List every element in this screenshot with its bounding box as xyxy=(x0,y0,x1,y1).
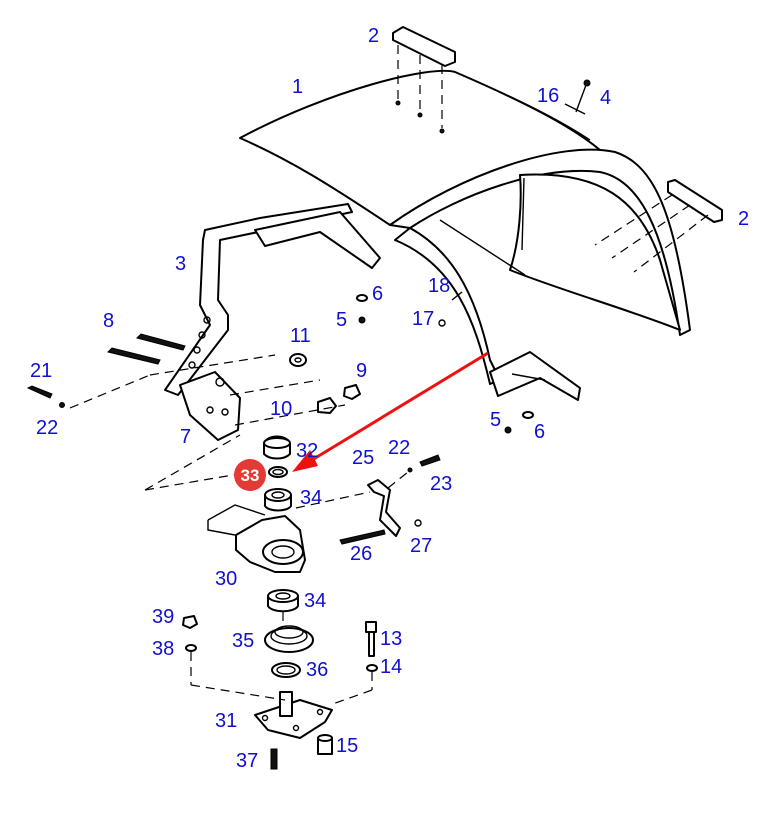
label-8: 8 xyxy=(103,310,114,332)
bracket-part-7 xyxy=(179,371,241,441)
nut-part-5-left xyxy=(358,316,366,324)
label-6-right: 6 xyxy=(534,421,545,443)
label-13: 13 xyxy=(380,628,402,650)
mount-plate-2-top xyxy=(392,26,456,134)
label-18: 18 xyxy=(428,275,450,297)
label-22-right: 22 xyxy=(388,437,410,459)
label-10: 10 xyxy=(270,398,292,420)
part-labels: 1 2 2 3 4 5 5 6 6 7 8 9 10 11 13 14 15 1… xyxy=(30,25,749,772)
highlight-marker: 33 xyxy=(234,459,266,491)
label-27: 27 xyxy=(410,535,432,557)
nut-part-9 xyxy=(343,384,361,400)
nut-part-27 xyxy=(414,519,422,527)
highlight-arrow xyxy=(292,351,489,472)
label-4: 4 xyxy=(600,87,611,109)
label-17: 17 xyxy=(412,308,434,330)
base-plate-part-31 xyxy=(254,691,333,739)
fender-bracket-right xyxy=(489,351,581,401)
pin-part-18 xyxy=(451,291,463,301)
label-32: 32 xyxy=(296,440,318,462)
fender-part-1 xyxy=(239,69,691,385)
label-30: 30 xyxy=(215,568,237,590)
washer-part-6-left xyxy=(356,294,368,302)
bolt-part-37 xyxy=(270,748,278,770)
bearing-part-34-lower xyxy=(267,589,299,613)
label-21: 21 xyxy=(30,360,52,382)
seal-ring-part-33 xyxy=(268,466,288,478)
washer-part-11 xyxy=(289,353,307,367)
bearing-part-34-upper xyxy=(264,488,292,512)
washer-part-6-right xyxy=(522,411,534,419)
label-15: 15 xyxy=(336,735,358,757)
label-35: 35 xyxy=(232,630,254,652)
o-ring-part-36 xyxy=(271,662,301,678)
label-7: 7 xyxy=(180,426,191,448)
label-26: 26 xyxy=(350,543,372,565)
label-2-right: 2 xyxy=(738,208,749,230)
clip-part-17 xyxy=(438,319,446,327)
label-3: 3 xyxy=(175,253,186,275)
bolt-part-21 xyxy=(26,385,65,408)
label-39: 39 xyxy=(152,606,174,628)
nut-part-5-right xyxy=(504,426,512,434)
bolt-part-26 xyxy=(339,529,386,545)
label-9: 9 xyxy=(356,360,367,382)
support-arm-part-3 xyxy=(164,203,381,396)
washer-part-14 xyxy=(366,664,378,672)
bush-part-15 xyxy=(317,734,333,755)
label-36: 36 xyxy=(306,659,328,681)
label-5-left: 5 xyxy=(336,309,347,331)
cap-part-32 xyxy=(263,435,291,460)
label-31: 31 xyxy=(215,710,237,732)
mount-plate-2-right xyxy=(594,179,723,273)
highlight-label: 33 xyxy=(241,466,260,485)
label-34-upper: 34 xyxy=(300,487,322,509)
label-37: 37 xyxy=(236,750,258,772)
label-11: 11 xyxy=(290,325,311,347)
bolt-16 xyxy=(564,79,591,115)
label-22-left: 22 xyxy=(36,417,58,439)
spring-part-35 xyxy=(264,625,314,653)
label-38: 38 xyxy=(152,638,174,660)
bolts-part-8 xyxy=(107,333,186,365)
pivot-housing-part-30 xyxy=(207,504,306,573)
label-16: 16 xyxy=(537,85,559,107)
bolt-part-13 xyxy=(365,621,377,657)
label-25: 25 xyxy=(352,447,374,469)
label-14: 14 xyxy=(380,656,402,678)
washer-part-38 xyxy=(185,644,197,652)
switch-bracket-part-25 xyxy=(367,479,401,537)
label-23: 23 xyxy=(430,473,452,495)
label-6-left: 6 xyxy=(372,283,383,305)
label-1: 1 xyxy=(292,76,303,98)
bolt-part-23 xyxy=(407,454,441,473)
label-5-right: 5 xyxy=(490,409,501,431)
nut-part-39 xyxy=(182,615,198,629)
label-2-top: 2 xyxy=(368,25,379,47)
label-34-lower: 34 xyxy=(304,590,326,612)
nut-part-10 xyxy=(317,397,337,414)
